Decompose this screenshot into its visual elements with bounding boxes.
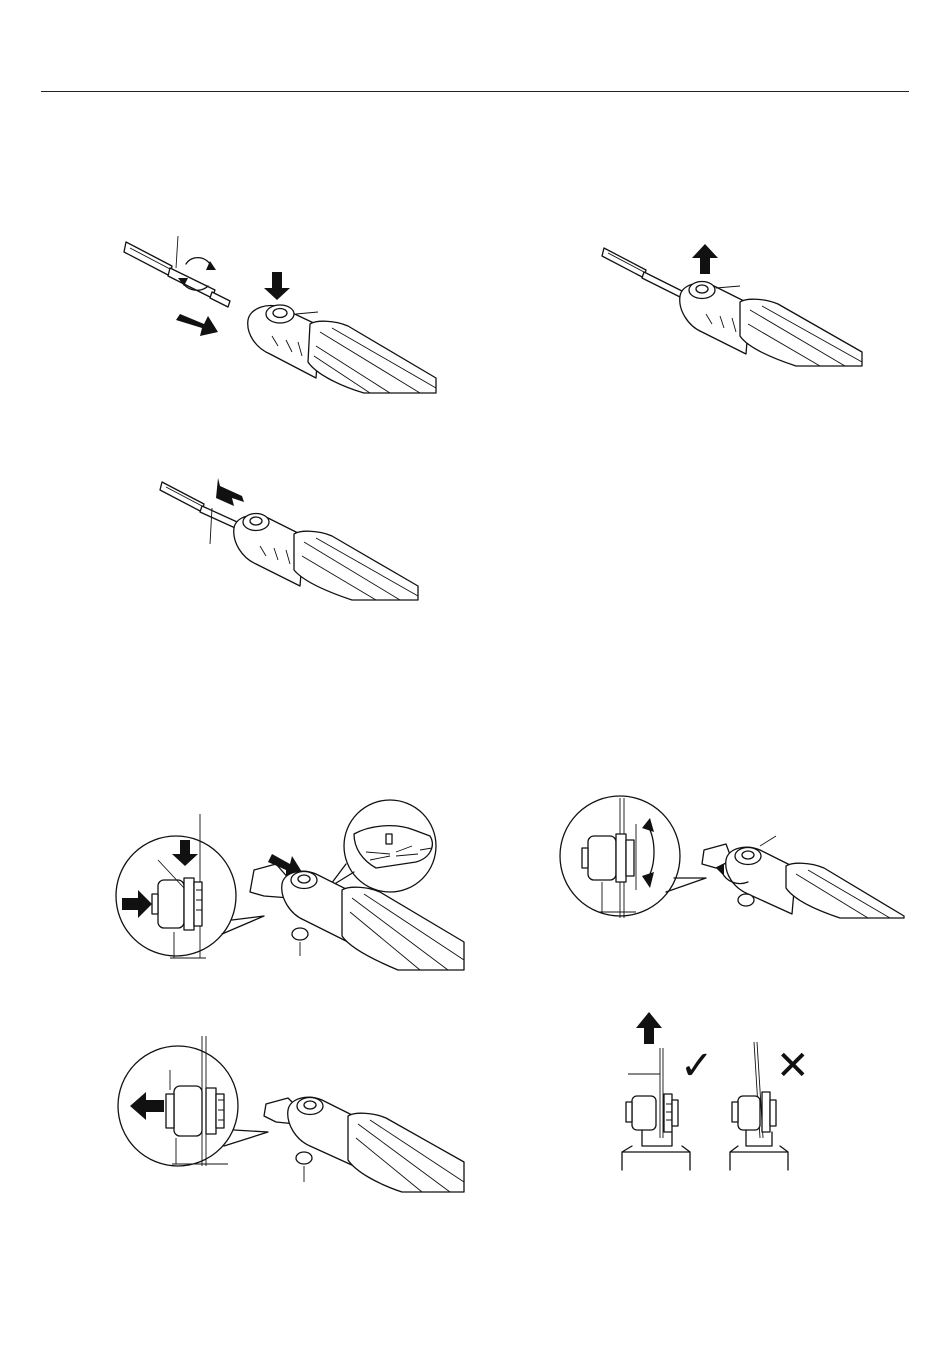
check-mark-icon: ✓ <box>680 1046 714 1086</box>
push-down-arrow-icon <box>264 272 290 300</box>
header-rule <box>41 91 909 92</box>
cross-mark-icon: ✕ <box>776 1046 810 1086</box>
fig-tilt-lever <box>556 794 906 918</box>
lever-icon <box>716 847 796 914</box>
fig-attach-oscillating-blade <box>114 808 466 970</box>
file-blade-icon <box>160 482 246 532</box>
pull-arrow-icon <box>216 478 244 506</box>
tool-head-icon <box>680 282 862 367</box>
insert-arrow-icon <box>176 314 218 336</box>
tool-head-icon <box>248 305 436 393</box>
fig-correct-incorrect-seating: ✓ ✕ <box>620 1008 822 1170</box>
fig-detach-oscillating-blade <box>116 1030 466 1192</box>
file-blade-icon <box>602 248 692 302</box>
lift-arrow-icon <box>692 244 718 274</box>
lift-arrow-icon <box>636 1012 662 1044</box>
fig-release-lock <box>600 244 865 366</box>
tool-head-icon <box>234 514 418 601</box>
fig-remove-file-blade <box>158 476 420 600</box>
fig-insert-file-blade <box>120 228 440 393</box>
